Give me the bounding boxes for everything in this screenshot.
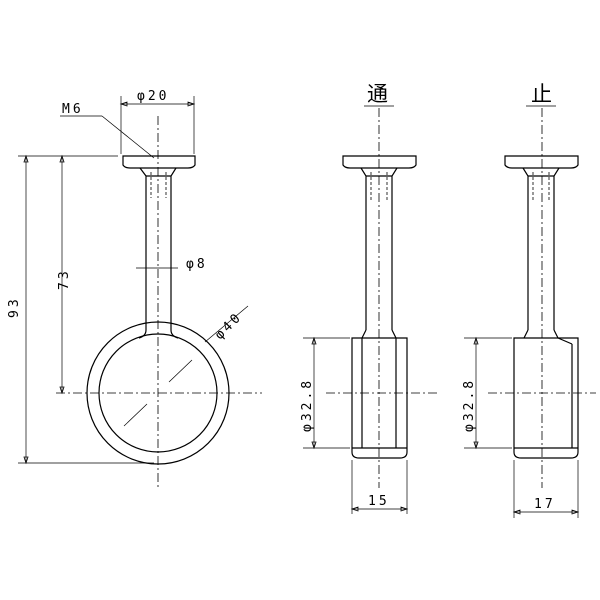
stop-neck bbox=[522, 167, 560, 330]
label-socket-dia-stop: φ32.8 bbox=[462, 378, 477, 432]
label-center-height: 73 bbox=[57, 268, 72, 290]
stop-socket bbox=[513, 337, 579, 459]
label-total-height: 93 bbox=[7, 296, 22, 318]
title-stop: 止 bbox=[531, 82, 552, 106]
label-width-through: 15 bbox=[368, 494, 390, 509]
side-view-stop: 止 φ32.8 17 bbox=[462, 82, 596, 518]
label-socket-dia-through: φ32.8 bbox=[300, 378, 315, 432]
front-flange bbox=[122, 155, 196, 169]
label-flange-dia: φ20 bbox=[137, 89, 169, 104]
front-view: φ20 M6 φ8 φ40 93 73 bbox=[7, 89, 262, 488]
label-rod-dia: φ8 bbox=[186, 257, 208, 272]
through-socket bbox=[351, 337, 408, 459]
label-thread: M6 bbox=[62, 102, 84, 117]
title-through: 通 bbox=[367, 82, 388, 106]
side-view-through: 通 φ32.8 15 bbox=[300, 82, 440, 514]
label-ring-dia: φ40 bbox=[212, 309, 246, 343]
label-width-stop: 17 bbox=[534, 497, 556, 512]
through-flange bbox=[342, 155, 417, 169]
stop-flange bbox=[504, 155, 579, 169]
